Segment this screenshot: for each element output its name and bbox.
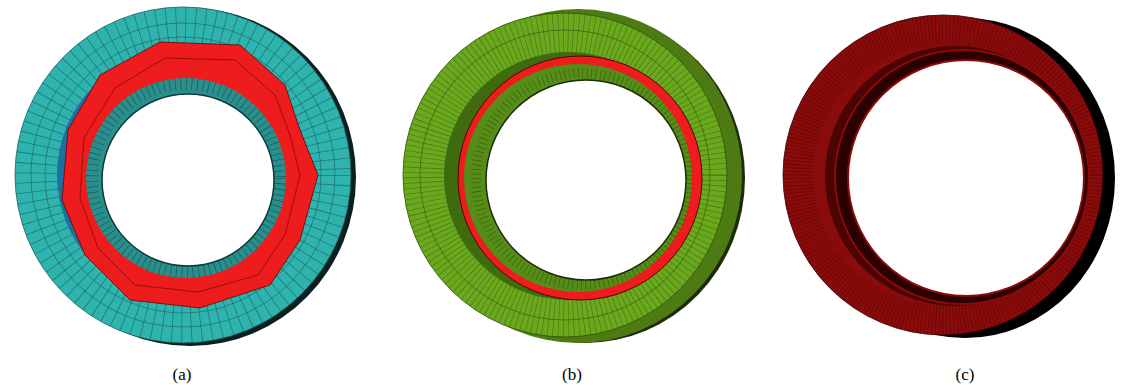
panel-label: (c): [956, 366, 975, 383]
ring-b: [403, 9, 745, 343]
panel-label: (b): [562, 366, 582, 383]
ring-a: [15, 7, 356, 346]
panel-label: (a): [173, 366, 192, 383]
ring-c: [783, 15, 1115, 338]
